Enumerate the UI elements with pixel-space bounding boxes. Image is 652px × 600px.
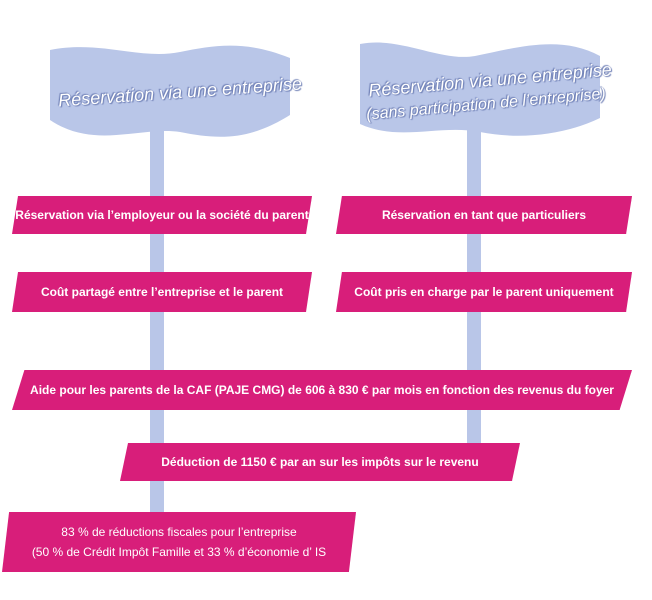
cost-parent-box: Coût pris en charge par le parent unique… bbox=[336, 272, 632, 312]
employer-reservation-box: Réservation via l’employeur ou la sociét… bbox=[12, 196, 312, 234]
company-tax-reduction-box: 83 % de réductions fiscales pour l’entre… bbox=[2, 512, 356, 572]
tax-deduction-box: Déduction de 1150 € par an sur les impôt… bbox=[120, 443, 520, 481]
left-flag-title: Réservation via une entreprise bbox=[57, 73, 303, 111]
individual-reservation-label: Réservation en tant que particuliers bbox=[381, 208, 587, 222]
caf-aid-box: Aide pour les parents de la CAF (PAJE CM… bbox=[12, 370, 632, 410]
cost-shared-box: Coût partagé entre l’entreprise et le pa… bbox=[12, 272, 312, 312]
employer-reservation-label: Réservation via l’employeur ou la sociét… bbox=[15, 208, 309, 222]
company-tax-reduction-line1: 83 % de réductions fiscales pour l’entre… bbox=[61, 525, 297, 539]
cost-parent-label: Coût pris en charge par le parent unique… bbox=[354, 285, 614, 299]
company-tax-reduction-line2: (50 % de Crédit Impôt Famille et 33 % d’… bbox=[31, 545, 327, 559]
cost-shared-label: Coût partagé entre l’entreprise et le pa… bbox=[40, 285, 284, 299]
individual-reservation-box: Réservation en tant que particuliers bbox=[336, 196, 632, 234]
tax-deduction-label: Déduction de 1150 € par an sur les impôt… bbox=[161, 455, 479, 469]
caf-aid-label: Aide pour les parents de la CAF (PAJE CM… bbox=[30, 383, 614, 397]
